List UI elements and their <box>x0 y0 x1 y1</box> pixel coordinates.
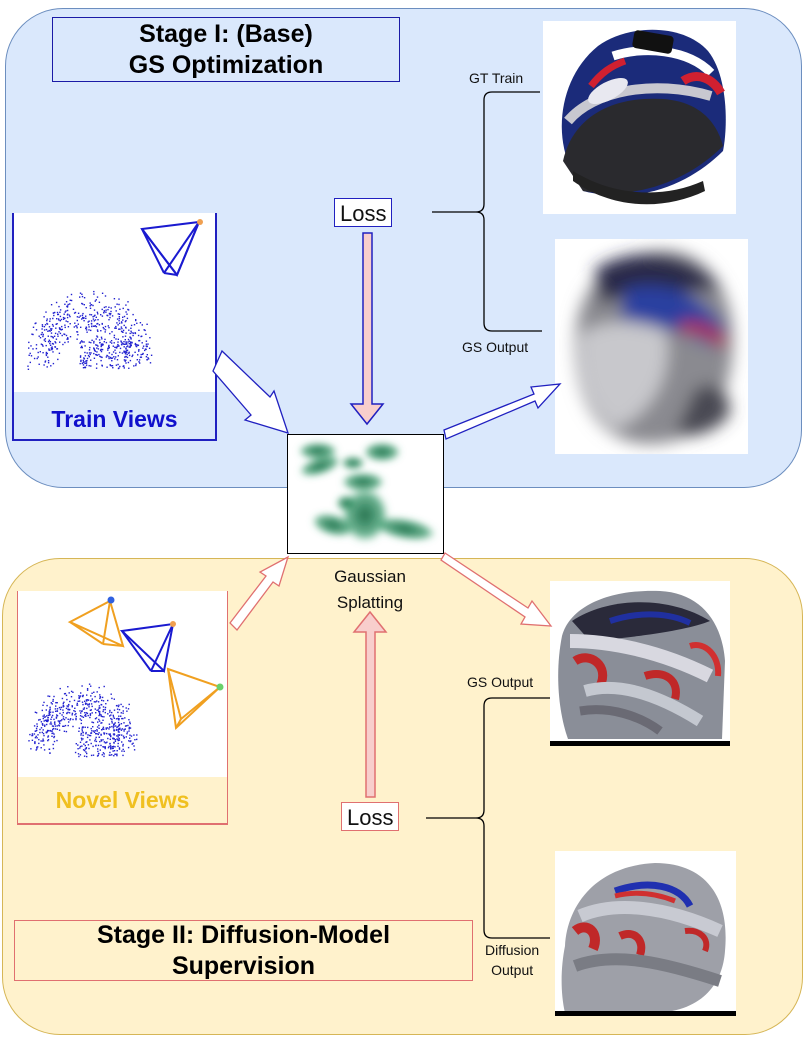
gaussian-blobs <box>298 442 437 543</box>
train-point-cloud <box>27 290 153 370</box>
gs-output-stage2-label: GS Output <box>467 674 534 690</box>
helmet-image <box>561 29 726 205</box>
stage1-title-line2: GS Optimization <box>128 50 324 79</box>
diffusion-label-line1: Diffusion <box>485 942 540 958</box>
helmet-image <box>555 863 736 1016</box>
novel-to-gaussian-arrow <box>229 555 290 631</box>
gs-output-stage1-image <box>555 239 748 454</box>
train-to-gaussian-arrow <box>212 349 290 434</box>
gaussian-label-line1: Gaussian <box>334 567 406 586</box>
loss-box-stage1: Loss <box>334 198 393 227</box>
stage2-title: Stage II: Diffusion-Model Supervision <box>14 920 473 981</box>
gaussian-label-line2: Splatting <box>336 593 404 612</box>
camera-frustum-icon <box>67 596 125 648</box>
gs-output-stage1-label: GS Output <box>462 339 529 355</box>
stage1-brace <box>432 91 542 332</box>
stage2-brace <box>426 697 550 939</box>
gt-train-label: GT Train <box>469 70 524 86</box>
helmet-image <box>550 590 730 746</box>
stage1-title-line1: Stage I: (Base) <box>139 19 313 48</box>
train-views-illustration <box>27 219 203 370</box>
loss-arrow-down <box>349 232 385 426</box>
stage2-title-line1: Stage II: Diffusion-Model <box>96 920 391 949</box>
camera-frustum-icon <box>119 621 176 673</box>
camera-frustum-icon <box>140 219 203 277</box>
novel-views-label-strip <box>18 777 227 823</box>
diffusion-label-line2: Output <box>491 962 534 978</box>
gs-output-stage2-image <box>550 581 730 746</box>
train-views-label: Train Views <box>51 406 178 432</box>
novel-views-illustration <box>28 596 224 758</box>
train-views-label-strip <box>14 392 215 439</box>
train-views-card: Train Views <box>12 213 217 441</box>
diffusion-output-label: Diffusion Output <box>485 940 539 980</box>
stage1-title: Stage I: (Base) GS Optimization <box>52 17 400 82</box>
novel-views-label: Novel Views <box>55 787 190 813</box>
helmet-image <box>575 251 733 444</box>
camera-frustum-icon <box>166 667 224 731</box>
diffusion-output-image <box>555 851 736 1016</box>
gaussian-splatting-label: Gaussian Splatting <box>305 564 435 616</box>
gt-train-helmet-image <box>543 21 736 214</box>
stage2-title-line2: Supervision <box>171 951 316 980</box>
loss-box-stage2: Loss <box>341 802 400 831</box>
gaussian-to-gsoutput-arrow <box>443 383 562 440</box>
novel-point-cloud <box>28 683 138 758</box>
loss-arrow-up <box>352 610 388 798</box>
gaussian-splatting-image <box>287 434 444 554</box>
novel-views-card: Novel Views <box>17 591 228 825</box>
gaussian-to-gsoutput2-arrow <box>440 552 553 627</box>
